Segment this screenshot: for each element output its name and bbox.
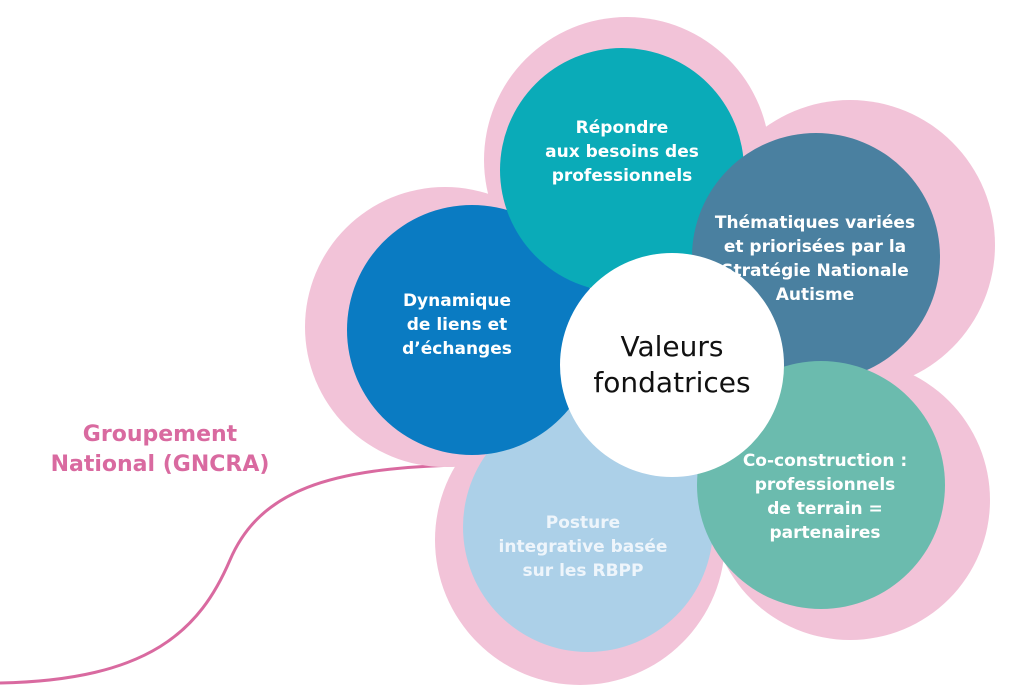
center-circle [560,253,784,477]
petal-label-bottom: Posture integrative basée sur les RBPP [498,513,668,581]
group-label: Groupement National (GNCRA) [50,422,270,477]
stem-curve [0,463,461,685]
petal-top [500,48,744,292]
petal-label-right-bottom: Co-construction : professionnels de terr… [742,451,908,543]
petal-label-top: Répondre aux besoins des professionnels [545,118,699,186]
petal-label-right-top: Thématiques variées et priorisées par la… [714,213,916,305]
center-label: Valeurs fondatrices [593,330,751,399]
petal-left [347,205,597,455]
petal-label-left: Dynamique de liens et d’échanges [402,291,512,359]
